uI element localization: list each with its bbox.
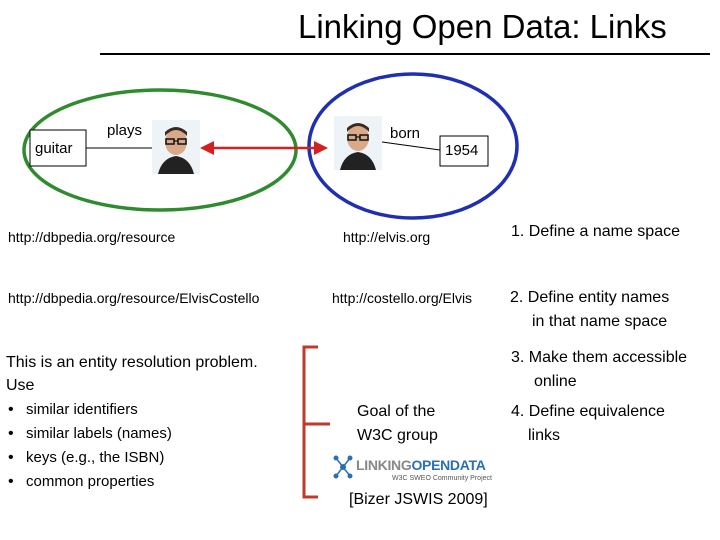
right-ellipse [307,72,519,220]
logo-name: LINKINGOPENDATA [356,457,486,473]
year-label: 1954 [445,142,479,159]
elvis-namespace-url: http://elvis.org [343,229,431,245]
problem-use: Use [6,377,35,394]
step-3: 3. Make them accessible [511,349,688,366]
person-photo-icon [152,120,200,174]
left-ellipse [22,88,298,212]
lod-cluster-icon [333,455,353,479]
citation: [Bizer JSWIS 2009] [349,491,488,508]
guitar-label: guitar [35,140,73,157]
bullets-bracket [302,345,318,499]
person-photo-icon [334,116,382,170]
step-4: 4. Define equivalence [511,403,665,420]
step-4-cont: links [528,427,561,444]
plays-label: plays [107,122,143,139]
list-item: common properties [8,470,172,494]
list-item: similar identifiers [8,398,172,422]
goal-line-2: W3C group [357,427,438,444]
dbpedia-resource-url: http://dbpedia.org/resource [8,229,176,245]
born-label: born [390,125,421,142]
dbpedia-entity-url: http://dbpedia.org/resource/ElvisCostell… [8,290,260,306]
logo-subtitle: W3C SWEO Community Project [392,475,492,482]
logo-name-part2: OPENDATA [411,457,486,473]
costello-entity-url: http://costello.org/Elvis [332,290,473,306]
step-1: 1. Define a name space [511,223,680,240]
list-item: keys (e.g., the ISBN) [8,446,172,470]
step-3-cont: online [534,373,577,390]
techniques-list: similar identifiers similar labels (name… [8,398,172,494]
elvis-photo-right [334,116,382,175]
year-node-box [439,135,489,167]
slide-title: Linking Open Data: Links [298,8,667,45]
elvis-photo-left [152,120,200,179]
born-edge [381,141,441,151]
link-arrowhead-right [314,141,328,155]
list-item: similar labels (names) [8,422,172,446]
goal-line-1: Goal of the [357,403,436,420]
link-arrowhead-left [200,141,214,155]
step-2: 2. Define entity names [510,289,670,306]
guitar-node-box [29,129,87,167]
linking-open-data-logo: LINKINGOPENDATA W3C SWEO Community Proje… [332,452,502,486]
title-underline [100,53,710,55]
step-2-cont: in that name space [532,313,668,330]
logo-name-part1: LINKING [356,457,412,473]
problem-statement: This is an entity resolution problem. [6,354,258,371]
